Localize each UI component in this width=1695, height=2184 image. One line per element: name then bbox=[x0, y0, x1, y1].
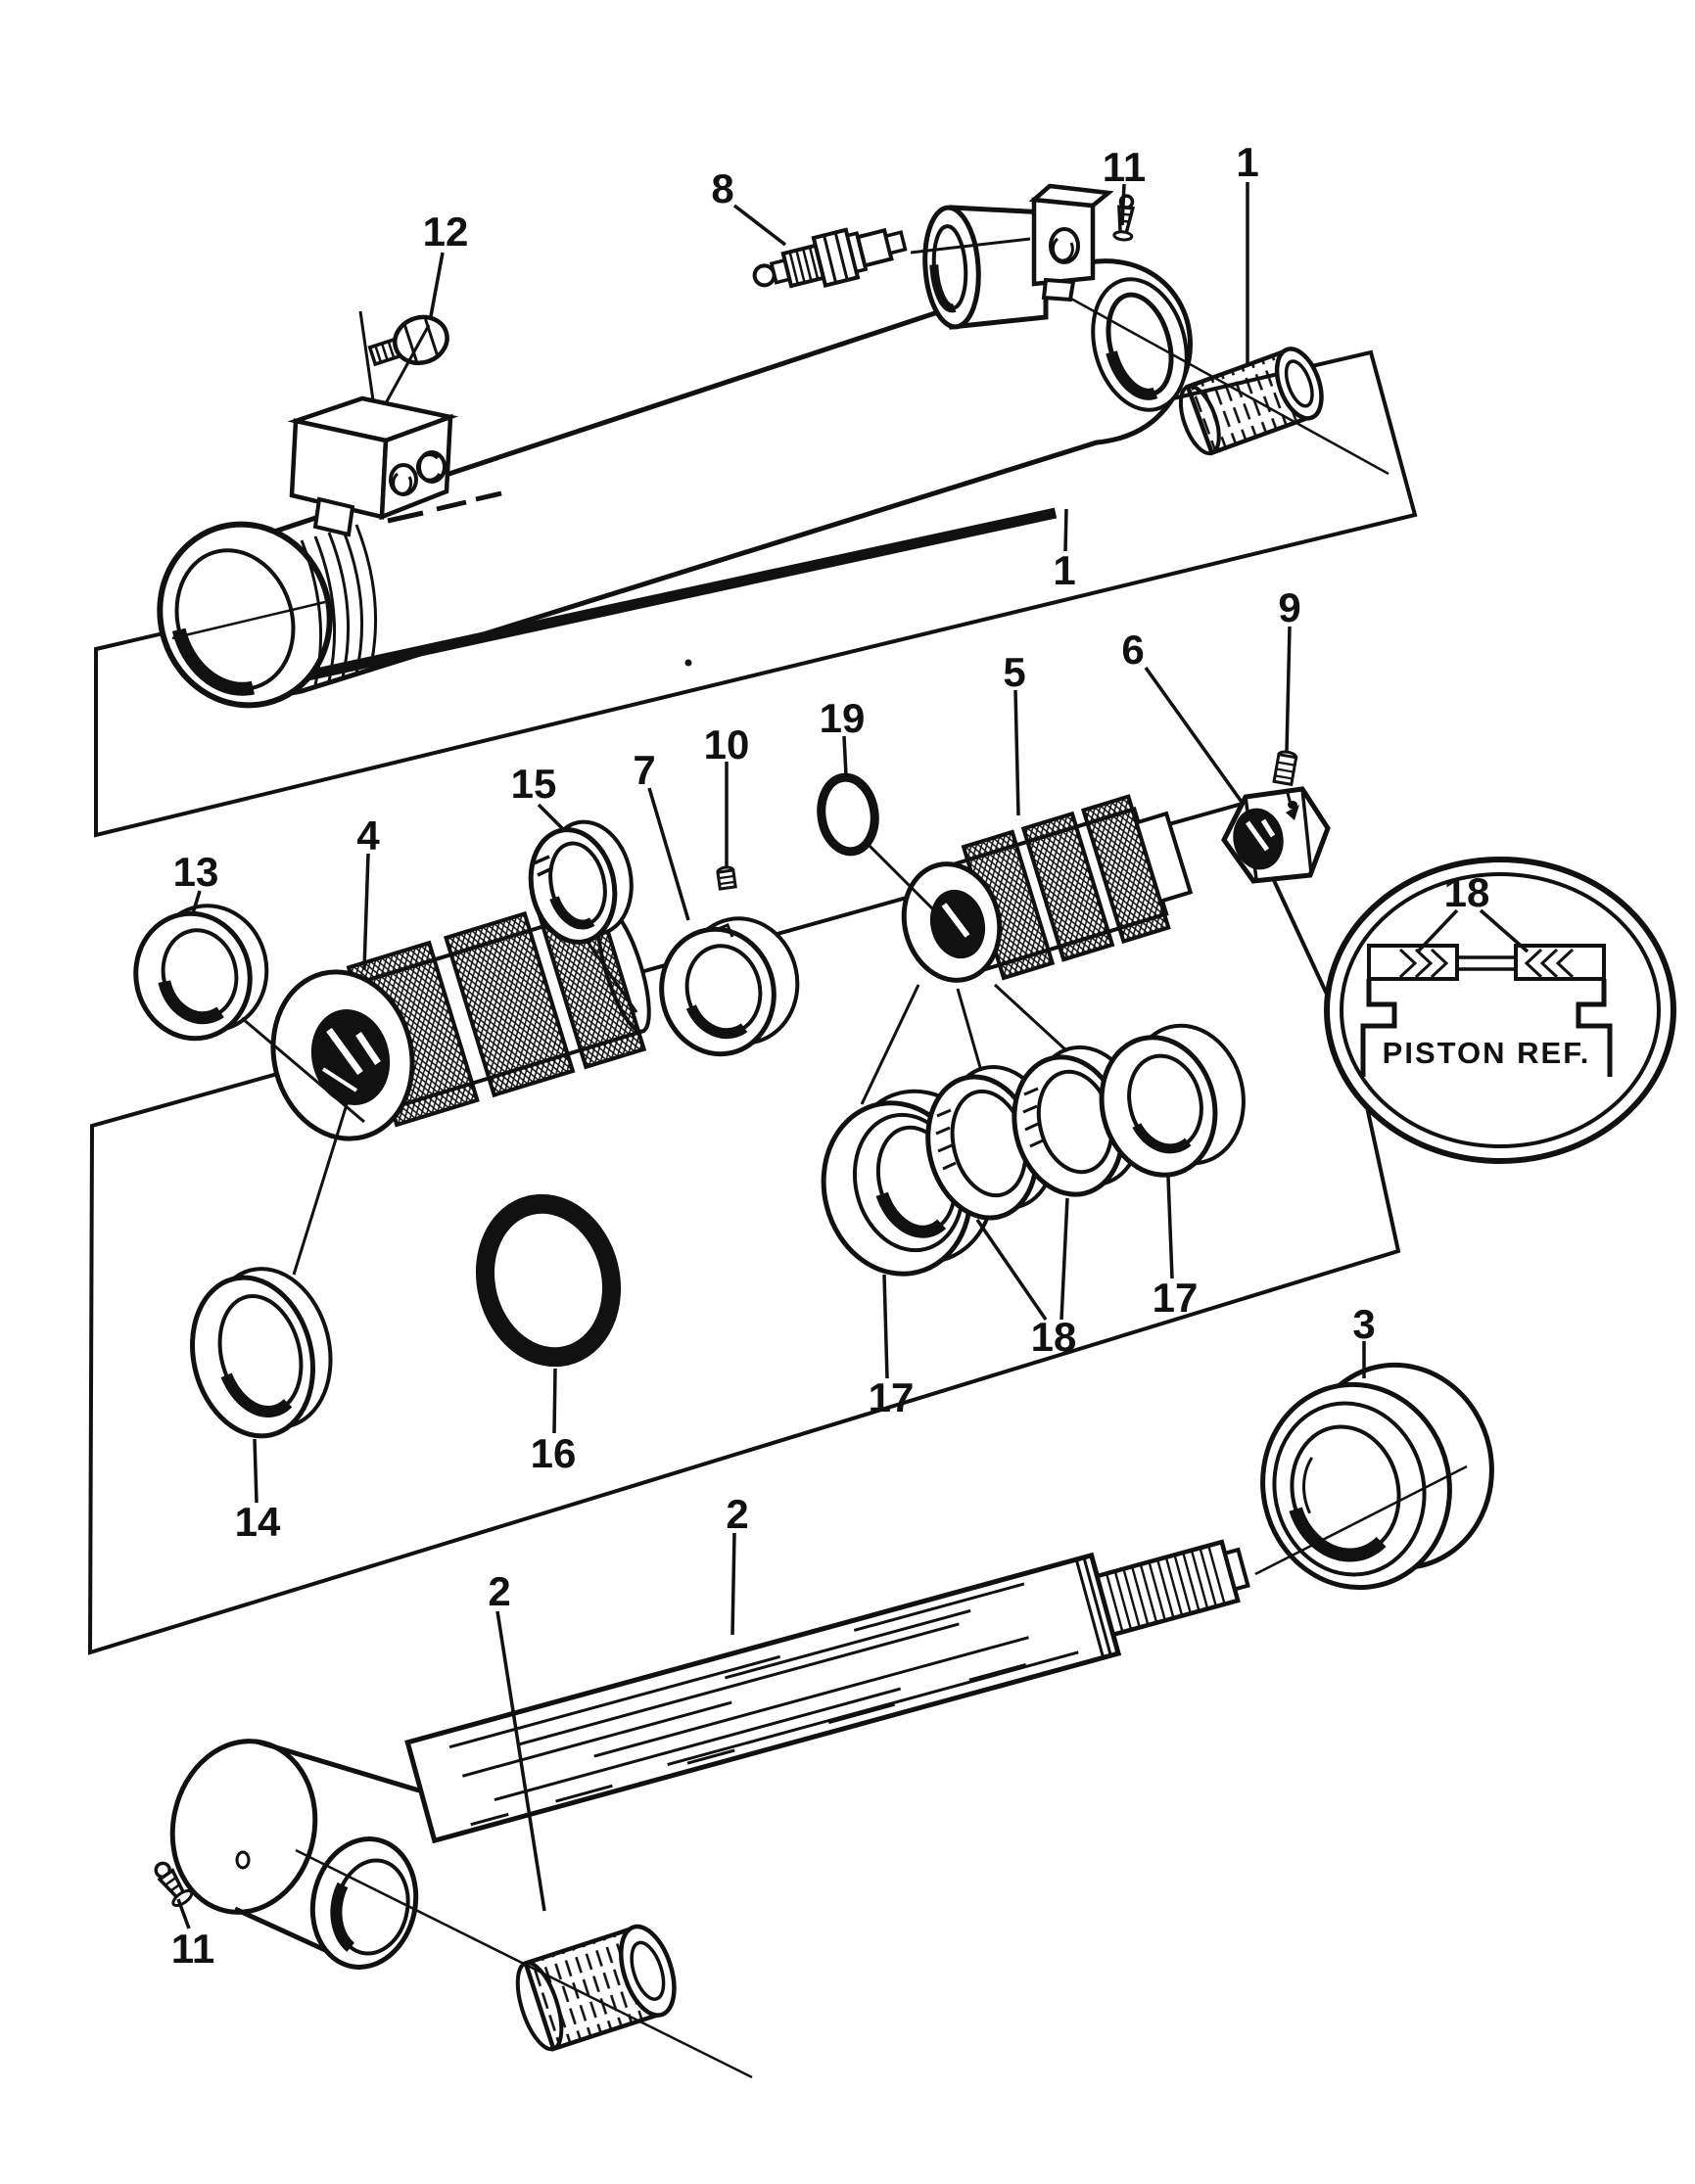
callout-17-left: 17 bbox=[869, 1374, 915, 1420]
callout-6: 6 bbox=[1121, 627, 1144, 673]
centerlines bbox=[171, 296, 1468, 2079]
barrel-threads bbox=[300, 524, 378, 686]
indicator-14-to-piston bbox=[292, 1100, 350, 1276]
indicator-piston5-to-seals bbox=[860, 983, 1069, 1105]
callout-4: 4 bbox=[356, 813, 380, 859]
o-ring-part19 bbox=[817, 772, 879, 857]
thread-lines bbox=[1106, 1547, 1226, 1631]
leader-14 bbox=[253, 1438, 259, 1504]
callout-19: 19 bbox=[820, 695, 866, 741]
callout-10: 10 bbox=[704, 721, 750, 767]
print-dot bbox=[684, 659, 692, 667]
leader-17-right bbox=[1166, 1176, 1174, 1279]
rod-texture bbox=[448, 1582, 1079, 1827]
leader-17-left bbox=[882, 1274, 889, 1379]
callout-15: 15 bbox=[511, 761, 557, 807]
callout-18-inset: 18 bbox=[1444, 869, 1490, 915]
leader-13 bbox=[191, 890, 202, 914]
callout-2-rod: 2 bbox=[726, 1491, 748, 1537]
leader-18 bbox=[975, 1197, 1069, 1321]
leader-7 bbox=[647, 787, 690, 921]
leader-11-bottom bbox=[176, 1898, 191, 1929]
rod-seal-part17-left bbox=[821, 1089, 996, 1277]
gland-nut-part3 bbox=[1260, 1362, 1494, 1591]
set-screw-part10 bbox=[716, 865, 737, 891]
leader-9 bbox=[1285, 626, 1292, 753]
clevis-bushing-part2 bbox=[515, 1924, 677, 2052]
indicator-13-to-piston bbox=[241, 1016, 365, 1124]
rod-clevis bbox=[169, 1739, 420, 1953]
leader-12 bbox=[429, 252, 445, 317]
callout-11-bottom: 11 bbox=[171, 1926, 214, 1972]
callout-2-bushing: 2 bbox=[488, 1568, 510, 1614]
callout-16: 16 bbox=[531, 1430, 577, 1476]
fitting-install-line bbox=[910, 237, 1031, 255]
inset-leader-18 bbox=[1416, 908, 1530, 953]
arrowhead bbox=[1286, 805, 1299, 820]
callout-14: 14 bbox=[235, 1499, 281, 1545]
assembly-indicator-lines bbox=[241, 844, 1069, 1276]
split-bushing-part15 bbox=[528, 819, 634, 945]
seal-ring-part13 bbox=[133, 904, 269, 1042]
piston-part4 bbox=[270, 889, 651, 1141]
leader-6 bbox=[1144, 666, 1246, 807]
callout-12: 12 bbox=[423, 209, 469, 255]
leader-1-mid bbox=[1063, 508, 1068, 552]
leader-lines bbox=[176, 182, 1366, 1929]
leader-5 bbox=[1013, 689, 1020, 816]
o-ring-part16 bbox=[475, 1193, 622, 1368]
indicator-19-to-piston bbox=[868, 844, 940, 916]
piston-ref-inset bbox=[1324, 857, 1676, 1164]
valve-fitting-part8 bbox=[752, 227, 1031, 289]
retainer-ring-part7 bbox=[659, 916, 800, 1057]
leader-2-rod bbox=[730, 1532, 736, 1636]
piston-rod-part2 bbox=[404, 1539, 1250, 1844]
leader-4 bbox=[362, 853, 370, 970]
lock-nut-part6 bbox=[1221, 786, 1331, 884]
callout-18: 18 bbox=[1031, 1314, 1077, 1360]
groove-marks bbox=[935, 1108, 957, 1171]
callout-3: 3 bbox=[1352, 1301, 1375, 1347]
leader-19 bbox=[842, 735, 848, 776]
callout-7: 7 bbox=[633, 747, 655, 793]
barrel-port-block bbox=[287, 395, 502, 537]
callout-5: 5 bbox=[1003, 649, 1025, 695]
groove-marks bbox=[1022, 1087, 1044, 1148]
grease-hole bbox=[235, 1850, 251, 1870]
callout-1-mid: 1 bbox=[1053, 547, 1075, 593]
barrel-shadow-edge bbox=[297, 507, 1058, 683]
leader-2-bushing bbox=[495, 1610, 546, 1912]
block-shadow-marks bbox=[387, 490, 502, 524]
cylinder-assembly-part1 bbox=[157, 183, 1193, 709]
clevis-mouth bbox=[309, 1836, 419, 1970]
callout-1-top: 1 bbox=[1236, 139, 1258, 185]
leader-15 bbox=[537, 803, 566, 832]
leader-11-top bbox=[1120, 183, 1126, 226]
indicator-15-to-piston bbox=[586, 941, 638, 1013]
split-gap bbox=[533, 855, 553, 877]
set-screw-part9 bbox=[1272, 750, 1299, 820]
piston-part5 bbox=[901, 794, 1194, 983]
callout-11-top: 11 bbox=[1103, 144, 1146, 190]
callout-9: 9 bbox=[1278, 584, 1300, 630]
callout-13: 13 bbox=[173, 849, 219, 895]
screw-notch bbox=[715, 923, 734, 938]
rod-seal-part17-right bbox=[1099, 1023, 1246, 1178]
piston-ref-caption: PISTON REF. bbox=[1383, 1036, 1591, 1070]
bolt-part12 bbox=[358, 310, 449, 426]
leader-16 bbox=[552, 1368, 557, 1434]
eye-bushing-part1 bbox=[1178, 347, 1324, 456]
callout-17-right: 17 bbox=[1153, 1275, 1199, 1321]
callout-labels: 12 8 11 1 1 9 6 5 19 10 7 15 4 13 18 17 … bbox=[171, 139, 1591, 1972]
callout-8: 8 bbox=[711, 165, 733, 211]
leader-8 bbox=[732, 204, 787, 247]
bushing-part14 bbox=[189, 1267, 333, 1439]
